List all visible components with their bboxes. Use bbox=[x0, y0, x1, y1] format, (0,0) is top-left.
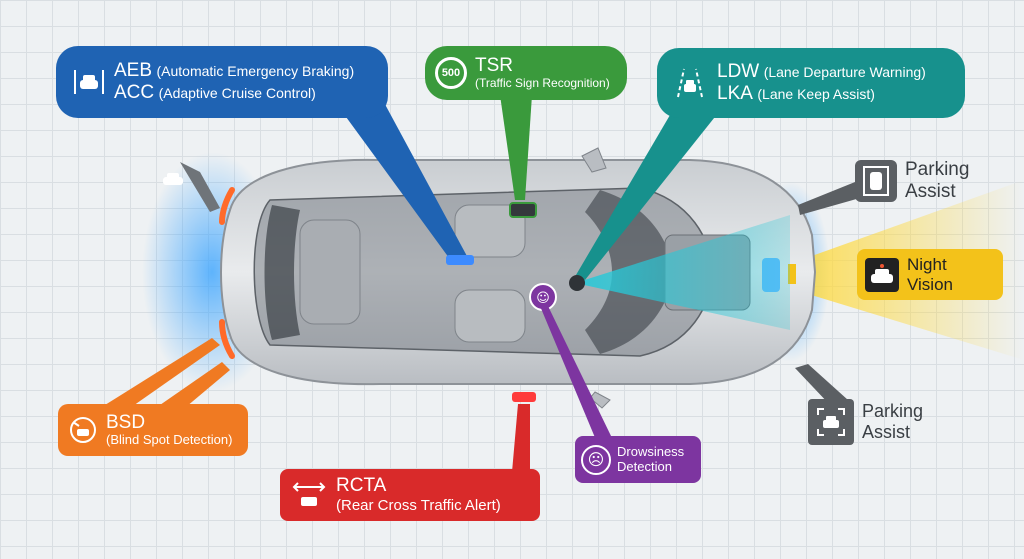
taillight-top bbox=[219, 187, 235, 225]
night-vision-label: Night Vision bbox=[907, 254, 953, 294]
parking-rear-icon bbox=[808, 399, 854, 445]
svg-text:☺: ☺ bbox=[536, 291, 550, 306]
tsr-full: (Traffic Sign Recognition) bbox=[475, 76, 610, 91]
mirror-top bbox=[581, 147, 607, 173]
parking-car-icon bbox=[855, 160, 897, 202]
ldw-full: (Lane Departure Warning) bbox=[763, 64, 926, 81]
drowsy-face-icon: ☹ bbox=[581, 444, 611, 475]
parking-assist-front: Parking Assist bbox=[855, 157, 969, 205]
parking-assist-rear: Parking Assist bbox=[808, 398, 923, 446]
rear-corner-pointer bbox=[180, 162, 220, 212]
bsd-full: (Blind Spot Detection) bbox=[106, 432, 233, 448]
rcta-callout: RCTA (Rear Cross Traffic Alert) bbox=[280, 469, 540, 521]
rcta-full: (Rear Cross Traffic Alert) bbox=[336, 497, 501, 515]
night-car-icon bbox=[865, 257, 899, 292]
aeb-full: (Automatic Emergency Braking) bbox=[156, 63, 355, 80]
parking-front-line2: Assist bbox=[905, 181, 956, 202]
lka-full: (Lane Keep Assist) bbox=[757, 86, 875, 102]
lka-abbr: LKA bbox=[717, 83, 753, 104]
car-cabin bbox=[253, 187, 713, 357]
speed-sign-value: 500 bbox=[441, 67, 461, 79]
taillight-bottom bbox=[219, 319, 235, 359]
rear-car-marker bbox=[160, 170, 186, 188]
rcta-pointer bbox=[512, 404, 530, 472]
drowsiness-callout: ☹ Drowsiness Detection bbox=[575, 436, 701, 483]
bsd-callout: BSD (Blind Spot Detection) bbox=[58, 404, 248, 456]
tsr-abbr: TSR bbox=[475, 55, 513, 77]
lane-car-icon bbox=[673, 66, 707, 100]
ldw-lka-callout: LDW (Lane Departure Warning) LKA (Lane K… bbox=[657, 48, 965, 118]
aeb-pointer bbox=[330, 95, 468, 262]
aeb-abbr: AEB bbox=[114, 60, 153, 82]
front-seat-right bbox=[454, 289, 526, 343]
front-seat-left bbox=[454, 204, 526, 258]
parking-front-line1: Parking bbox=[905, 159, 970, 181]
parking-front-pointer bbox=[798, 180, 860, 215]
rear-seat bbox=[299, 219, 361, 325]
drowsiness-pointer bbox=[540, 306, 612, 440]
parking-rear-line2: Assist bbox=[862, 422, 911, 442]
ldw-beam bbox=[575, 215, 790, 330]
drowsiness-line2: Detection bbox=[617, 458, 672, 474]
rear-window bbox=[264, 205, 300, 340]
rcta-abbr: RCTA bbox=[336, 475, 387, 497]
night-vision-callout: Night Vision bbox=[857, 249, 1003, 300]
car-brake-icon bbox=[72, 65, 106, 99]
ldw-camera bbox=[569, 275, 585, 291]
parking-rear-line1: Parking bbox=[862, 401, 924, 422]
ldw-pointer bbox=[576, 98, 730, 280]
acc-abbr: ACC bbox=[114, 82, 155, 103]
bsd-pointer-upper bbox=[105, 338, 220, 415]
bsd-abbr: BSD bbox=[106, 411, 146, 433]
speed-sign-icon: 500 bbox=[435, 57, 467, 89]
aeb-sensor bbox=[446, 255, 474, 265]
blind-spot-icon bbox=[68, 415, 98, 445]
tsr-camera bbox=[509, 202, 537, 218]
parking-rear-pointer bbox=[795, 364, 848, 405]
acc-full: (Adaptive Cruise Control) bbox=[158, 85, 316, 101]
aeb-acc-callout: AEB (Automatic Emergency Braking) ACC (A… bbox=[56, 46, 388, 118]
front-radar bbox=[788, 264, 796, 284]
tsr-callout: 500 TSR (Traffic Sign Recognition) bbox=[425, 46, 627, 100]
rcta-sensor bbox=[512, 392, 536, 402]
mirror-bottom bbox=[589, 391, 611, 409]
cross-traffic-icon bbox=[292, 480, 326, 510]
tsr-pointer bbox=[500, 95, 532, 200]
drowsiness-line1: Drowsiness bbox=[617, 443, 685, 459]
ldw-abbr: LDW bbox=[717, 61, 760, 83]
bsd-pointer-lower bbox=[160, 362, 230, 412]
